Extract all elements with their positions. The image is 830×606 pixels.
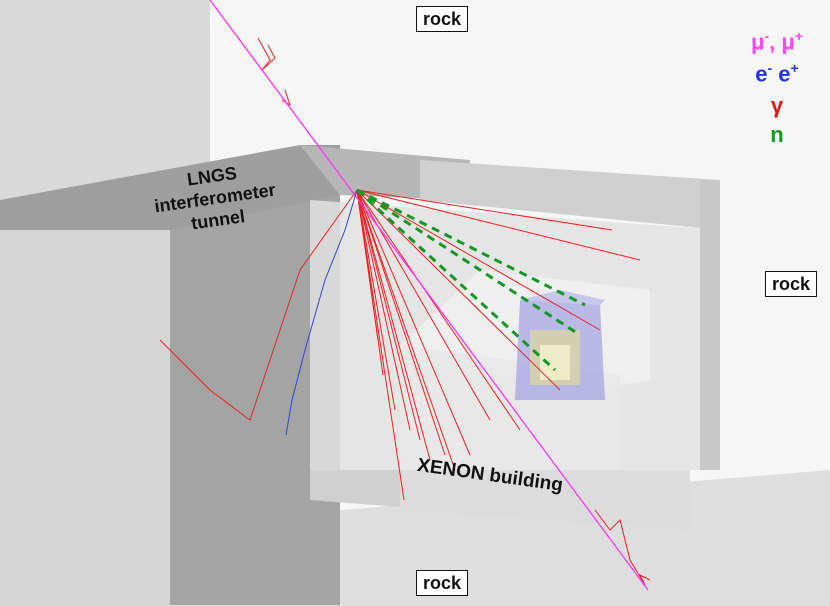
gamma-track [356, 189, 396, 411]
gamma-track [356, 189, 613, 231]
gamma-track [356, 189, 601, 331]
legend-muon-base2: μ [781, 29, 795, 55]
legend-electron-base2: e [778, 61, 791, 87]
building-right-edge [700, 180, 720, 470]
tunnel-left-wall [0, 230, 170, 606]
rock-label-top: rock [416, 6, 469, 32]
legend-muon: μ-, μ+ [722, 28, 830, 55]
legend-muon-sup1: - [764, 28, 770, 44]
gamma-track-scattered [159, 189, 358, 421]
gamma-track [356, 189, 641, 261]
particle-tracks [159, 0, 651, 591]
building-roof [420, 160, 720, 230]
neutron-track [355, 188, 557, 372]
muon-track [209, 0, 649, 591]
legend-gamma: γ [770, 93, 784, 118]
legend-electron-sup1: - [767, 60, 773, 76]
gamma-track [356, 189, 431, 461]
gamma-track [356, 189, 446, 456]
legend-electron-base1: e [755, 61, 768, 87]
legend-electron-sup2: + [790, 60, 799, 76]
legend-neutron: n [770, 122, 784, 147]
electron-track [285, 189, 358, 436]
neutron-track [356, 188, 586, 307]
rock-label-bottom: rock [416, 570, 469, 596]
gamma-track [356, 189, 421, 441]
inner-room-floor [400, 470, 690, 530]
gamma-track [356, 189, 456, 471]
legend-muon-sep: , [769, 29, 782, 55]
gamma-track [356, 189, 561, 391]
legend-muon-sup2: + [794, 28, 804, 44]
neutron-track [356, 188, 581, 337]
gamma-track [356, 189, 521, 431]
gamma-track [356, 189, 411, 431]
legend-electron: e- e+ [722, 60, 830, 87]
gamma-shower-lower [594, 509, 651, 586]
gamma-track [356, 189, 471, 456]
water-tank-top [520, 290, 605, 305]
tunnel-inner-wall [170, 195, 340, 605]
legend-muon-base1: μ [750, 29, 765, 55]
rock-label-right: rock [765, 271, 818, 297]
gamma-track [356, 189, 405, 501]
